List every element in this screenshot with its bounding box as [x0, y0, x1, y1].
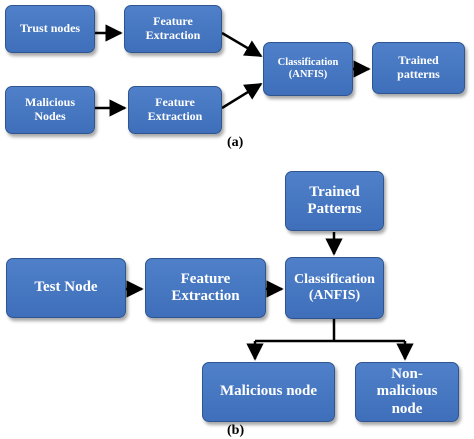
trained-patterns-label-line1: Trained	[309, 183, 360, 200]
trained-patterns-label-line2: patterns	[397, 67, 440, 81]
non-malicious-label-line2: malicious	[376, 383, 438, 400]
feature-extraction-label-line2: Extraction	[171, 288, 240, 304]
feature-extraction-box-b: Feature Extraction	[145, 258, 266, 318]
feature-extraction-label-line1: Feature	[180, 270, 231, 287]
arrow-feature2-to-classification	[221, 82, 263, 110]
caption-a: (a)	[227, 135, 244, 150]
feature-extraction-label-line2: Extraction	[147, 109, 203, 123]
feature-extraction-label-line2: Extraction	[145, 28, 201, 42]
malicious-node-box: Malicious node	[202, 362, 335, 422]
feature-extraction-label-line1: Feature	[155, 95, 195, 110]
non-malicious-label-line1: Non-	[391, 366, 423, 383]
trained-patterns-box-b: Trained Patterns	[285, 171, 384, 231]
malicious-nodes-box: Malicious Nodes	[5, 86, 95, 134]
classification-label-line1: Classification	[294, 271, 375, 287]
classification-box-a: Classification (ANFIS)	[263, 42, 353, 96]
trained-patterns-label-line1: Trained	[398, 53, 439, 68]
test-node-box: Test Node	[6, 258, 126, 318]
malicious-nodes-label-line2: Nodes	[34, 109, 66, 123]
test-node-label: Test Node	[34, 279, 98, 296]
feature-extraction-box-a1: Feature Extraction	[124, 5, 222, 53]
non-malicious-node-box: Non- malicious node	[355, 362, 459, 422]
classification-box-b: Classification (ANFIS)	[285, 257, 384, 319]
feature-extraction-box-a2: Feature Extraction	[128, 86, 222, 134]
arrow-feature1-to-classification	[221, 31, 263, 58]
classification-label-line1: Classification	[277, 56, 339, 68]
trust-nodes-label: Trust nodes	[19, 21, 81, 36]
feature-extraction-label-line1: Feature	[153, 14, 193, 29]
classification-label-line2: (ANFIS)	[288, 69, 328, 80]
trained-patterns-label-line2: Patterns	[307, 201, 362, 217]
trust-nodes-box: Trust nodes	[5, 5, 95, 53]
malicious-node-label: Malicious node	[219, 383, 318, 400]
caption-b: (b)	[227, 423, 245, 438]
non-malicious-label-line3: node	[391, 400, 423, 417]
malicious-nodes-label-line1: Malicious	[25, 95, 75, 110]
trained-patterns-box-a: Trained patterns	[372, 42, 465, 94]
classification-label-line2: (ANFIS)	[308, 288, 361, 303]
